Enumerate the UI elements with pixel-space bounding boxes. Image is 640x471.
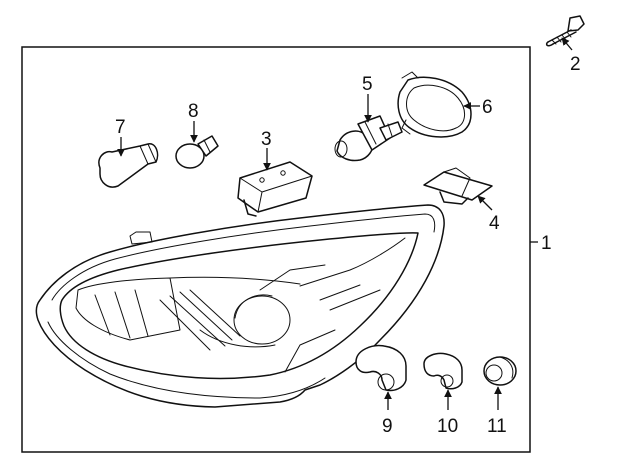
callout-4-arrow [477, 195, 493, 211]
callout-1-label: 1 [541, 233, 552, 254]
small-bracket-part[interactable] [423, 167, 493, 205]
dust-cover-part[interactable] [397, 71, 472, 138]
callout-6-label: 6 [482, 97, 493, 118]
wedge-bulb-part[interactable] [175, 135, 219, 169]
socket-part-9[interactable] [355, 344, 407, 392]
callout-4-label: 4 [489, 213, 500, 234]
callout-8-label: 8 [188, 101, 199, 122]
grommet-part[interactable] [483, 356, 517, 386]
bracket-part[interactable] [237, 161, 313, 217]
callout-11-label: 11 [487, 416, 507, 437]
assembly-frame [21, 46, 531, 453]
callout-7-label: 7 [115, 117, 126, 138]
callout-9-label: 9 [382, 416, 393, 437]
callout-2-label: 2 [570, 54, 581, 75]
turn-signal-bulb-part[interactable] [98, 143, 159, 188]
bolt-part[interactable] [545, 15, 585, 47]
callout-5-label: 5 [362, 74, 373, 95]
socket-part-10[interactable] [423, 352, 463, 390]
callout-2-arrow [561, 37, 573, 51]
callout-3-label: 3 [261, 129, 272, 150]
callout-10-label: 10 [437, 416, 458, 437]
headlamp-assembly[interactable] [35, 204, 445, 408]
headlight-bulb-part[interactable] [334, 115, 403, 162]
